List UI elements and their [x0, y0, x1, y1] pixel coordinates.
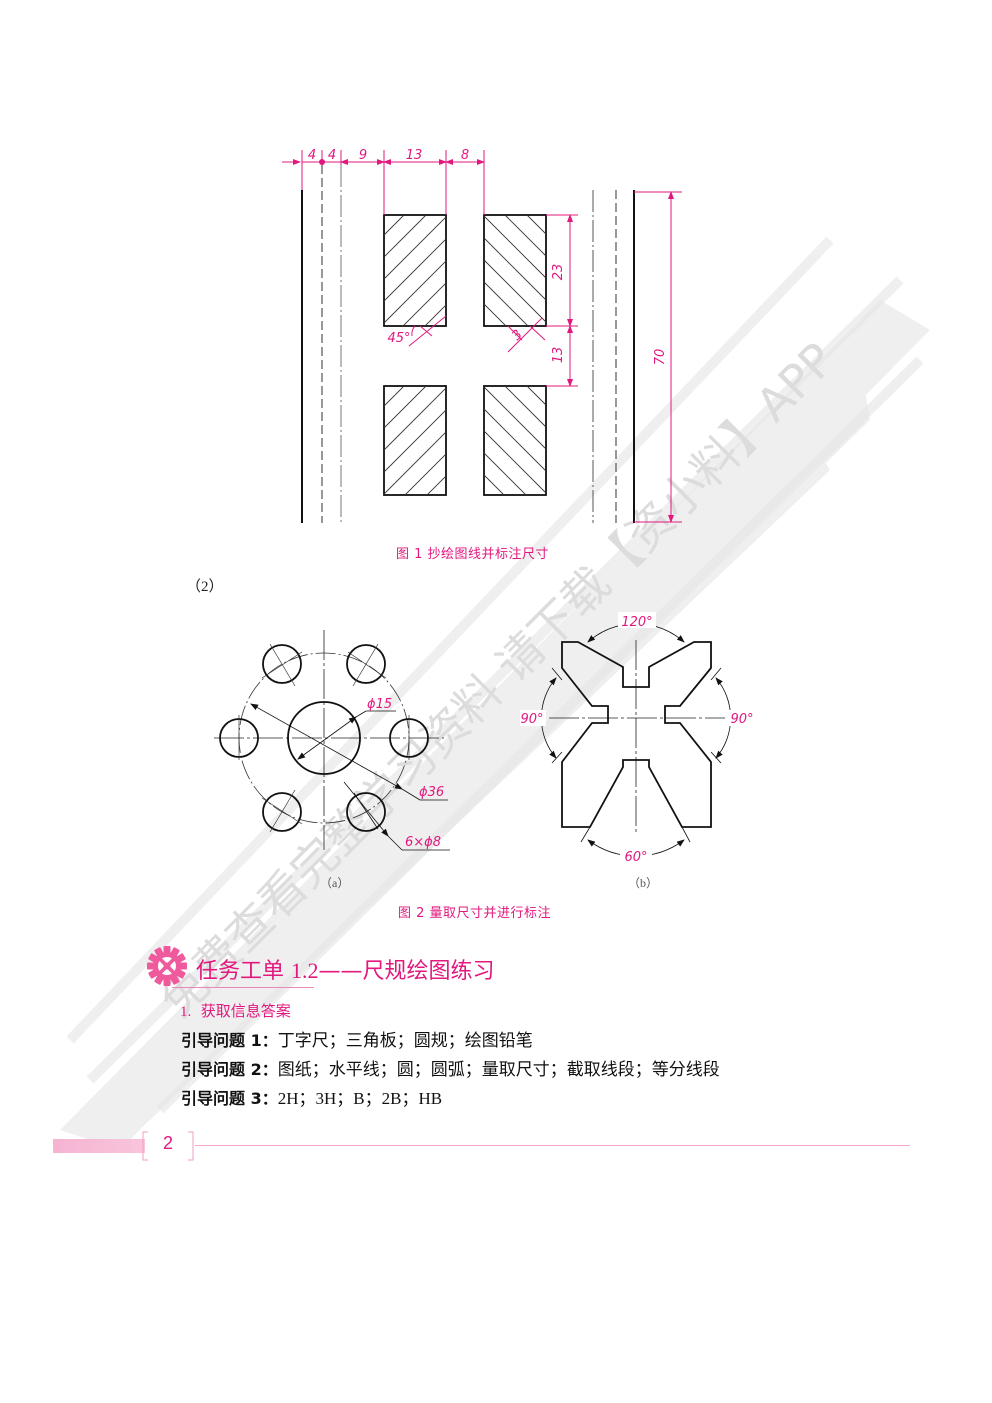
figure-1-caption: 图 1 抄绘图线并标注尺寸: [396, 547, 550, 562]
svg-text:ϕ15: ϕ15: [367, 697, 392, 712]
task-title-underline: [172, 987, 314, 988]
figure-2b-label: （b）: [628, 876, 659, 890]
task-title: 任务工单 1.2——尺规绘图练习: [196, 958, 495, 984]
gear-icon: [147, 946, 187, 986]
figure-2b-drawing: 120° 90° 90° 60°: [520, 612, 756, 865]
svg-text:3: 3: [509, 327, 525, 343]
svg-text:120°: 120°: [621, 615, 652, 630]
figure-2a-label: （a）: [320, 876, 350, 890]
svg-text:60°: 60°: [624, 850, 647, 865]
svg-text:4: 4: [308, 148, 316, 163]
template-outline: [561, 641, 712, 828]
footer-rule: [195, 1145, 910, 1146]
page-number: 2: [162, 1133, 173, 1153]
figure-2-caption: 图 2 量取尺寸并进行标注: [398, 906, 552, 921]
svg-text:4: 4: [328, 148, 336, 163]
footer-accent-bar: [53, 1139, 145, 1153]
svg-text:6×ϕ8: 6×ϕ8: [405, 835, 441, 850]
section-heading: 1. 获取信息答案: [180, 1002, 291, 1020]
svg-text:9: 9: [359, 148, 367, 163]
svg-text:90°: 90°: [730, 712, 753, 727]
svg-text:8: 8: [461, 148, 469, 163]
answer-line-3: 引导问题 3：2H；3H；B；2B；HB: [181, 1089, 443, 1108]
part-2-label: （2）: [186, 579, 224, 595]
page-number-box: 2: [142, 1131, 194, 1161]
svg-text:70: 70: [653, 349, 668, 366]
figure-1-drawing: 4 4 9 13 8 23 13 70 45° 3: [282, 148, 682, 523]
answer-line-1: 引导问题 1：丁字尺；三角板；圆规；绘图铅笔: [181, 1031, 533, 1050]
svg-text:ϕ36: ϕ36: [419, 785, 444, 800]
svg-text:45°: 45°: [387, 331, 410, 346]
answer-line-2: 引导问题 2：图纸；水平线；圆；圆弧；量取尺寸；截取线段；等分线段: [181, 1060, 720, 1079]
figure-2a-drawing: ϕ15 ϕ36 6×ϕ8: [214, 630, 450, 851]
svg-text:90°: 90°: [520, 712, 543, 727]
svg-text:13: 13: [551, 347, 566, 364]
svg-text:13: 13: [406, 148, 423, 163]
svg-text:23: 23: [551, 264, 566, 281]
